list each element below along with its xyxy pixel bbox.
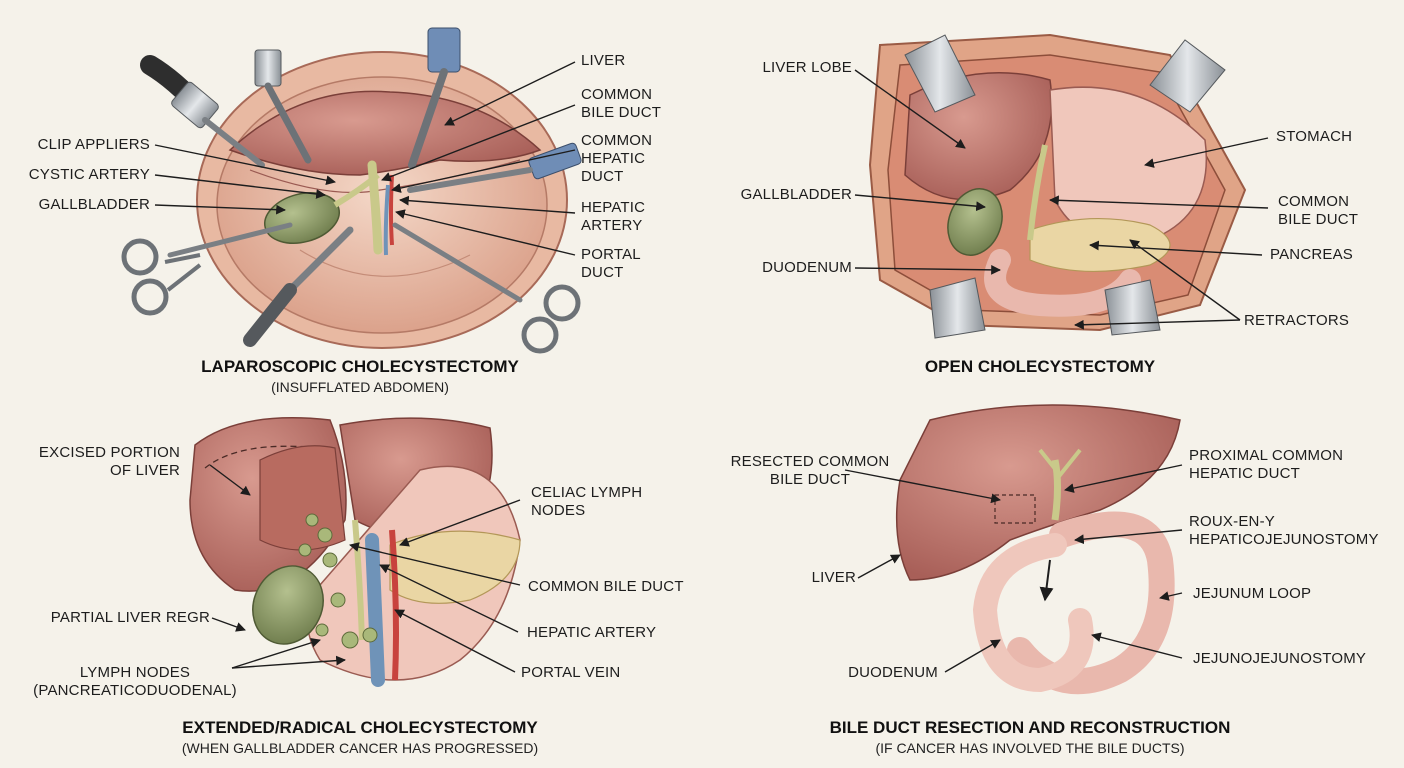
label-cystic-artery: CYSTIC ARTERY — [28, 166, 150, 183]
trocar-instruments — [121, 27, 582, 354]
label-duodenum-open: DUODENUM — [762, 259, 852, 276]
roux-limb-shape — [972, 533, 1094, 693]
label-common-bile-duct-ext: COMMON BILE DUCT — [528, 578, 684, 595]
label-gallbladder-lap: GALLBLADDER — [38, 196, 150, 213]
label-portal-duct-2: DUCT — [581, 264, 624, 281]
label-common-bile-duct-open-2: BILE DUCT — [1278, 211, 1359, 228]
excised-liver-wedge — [259, 445, 346, 551]
open-leaders — [854, 69, 1269, 330]
resection-illustration — [844, 404, 1183, 695]
bile-duct-shape — [367, 160, 383, 255]
extended-gallbladder — [252, 565, 324, 645]
label-hepatic-artery-lap-2: ARTERY — [581, 217, 643, 234]
lymph-node-cluster — [298, 513, 378, 649]
label-roux-1: ROUX-EN-Y — [1189, 513, 1275, 530]
label-retractors: RETRACTORS — [1244, 312, 1350, 329]
label-liver-lap: LIVER — [581, 52, 626, 69]
label-common-hepatic-duct-3: DUCT — [581, 168, 624, 185]
portal-shape — [383, 184, 390, 256]
label-partial-liver: PARTIAL LIVER REGR — [50, 609, 210, 626]
resection-leaders — [844, 464, 1183, 673]
label-liver-lobe: LIVER LOBE — [762, 59, 852, 76]
label-common-bile-duct-open-1: COMMON — [1278, 193, 1350, 210]
label-hepatic-artery-ext: HEPATIC ARTERY — [527, 624, 657, 641]
label-common-hepatic-duct-2: HEPATIC — [581, 150, 646, 167]
extended-illustration — [189, 417, 521, 687]
label-proximal-1: PROXIMAL COMMON — [1189, 447, 1344, 464]
title-resection: BILE DUCT RESECTION AND RECONSTRUCTION — [829, 718, 1231, 737]
resected-duct-box — [994, 494, 1036, 524]
subtitle-laparoscopic: (INSUFFLATED ABDOMEN) — [271, 379, 449, 395]
subtitle-extended: (WHEN GALLBLADDER CANCER HAS PROGRESSED) — [181, 740, 539, 756]
label-lymph-nodes-2: (PANCREATICODUODENAL) — [33, 682, 237, 699]
label-resected-1: RESECTED COMMON — [730, 453, 890, 470]
label-stomach: STOMACH — [1276, 128, 1353, 145]
label-excised-portion-2: OF LIVER — [110, 462, 180, 479]
label-common-hepatic-duct-1: COMMON — [581, 132, 653, 149]
open-illustration — [854, 33, 1269, 339]
label-gallbladder-open: GALLBLADDER — [740, 186, 852, 203]
extended-leaders — [209, 464, 521, 673]
label-celiac-1: CELIAC LYMPH — [531, 484, 643, 501]
label-resected-2: BILE DUCT — [769, 471, 851, 488]
title-laparoscopic: LAPAROSCOPIC CHOLECYSTECTOMY — [201, 357, 519, 376]
subtitle-resection: (IF CANCER HAS INVOLVED THE BILE DUCTS) — [875, 740, 1185, 756]
title-open: OPEN CHOLECYSTECTOMY — [924, 357, 1156, 376]
laparoscopic-illustration — [121, 27, 582, 354]
label-common-bile-duct-lap-2: BILE DUCT — [581, 104, 662, 121]
label-pancreas: PANCREAS — [1270, 246, 1354, 263]
label-hepatic-artery-lap-1: HEPATIC — [581, 199, 646, 216]
extended-bile-duct — [352, 519, 365, 641]
retractor-blades — [904, 34, 1226, 339]
label-excised-portion-1: EXCISED PORTION — [38, 444, 180, 461]
label-jejunojejunostomy: JEJUNOJEJUNOSTOMY — [1193, 650, 1367, 667]
label-portal-duct-1: PORTAL — [581, 246, 641, 263]
label-common-bile-duct-lap-1: COMMON — [581, 86, 653, 103]
label-jejunum-loop: JEJUNUM LOOP — [1193, 585, 1312, 602]
title-extended: EXTENDED/RADICAL CHOLECYSTECTOMY — [182, 718, 538, 737]
laparoscopic-leaders — [154, 61, 576, 256]
label-clip-appliers: CLIP APPLIERS — [37, 136, 150, 153]
label-portal-vein: PORTAL VEIN — [521, 664, 621, 681]
label-liver-resection: LIVER — [811, 569, 856, 586]
label-roux-2: HEPATICOJEJUNOSTOMY — [1189, 531, 1379, 548]
artery-shape — [389, 174, 394, 246]
portal-vein-shape — [365, 533, 385, 687]
label-celiac-2: NODES — [531, 502, 586, 519]
label-proximal-2: HEPATIC DUCT — [1189, 465, 1301, 482]
label-duodenum-resection: DUODENUM — [848, 664, 938, 681]
label-lymph-nodes-1: LYMPH NODES — [79, 664, 191, 681]
hepatic-artery-shape — [389, 529, 399, 681]
